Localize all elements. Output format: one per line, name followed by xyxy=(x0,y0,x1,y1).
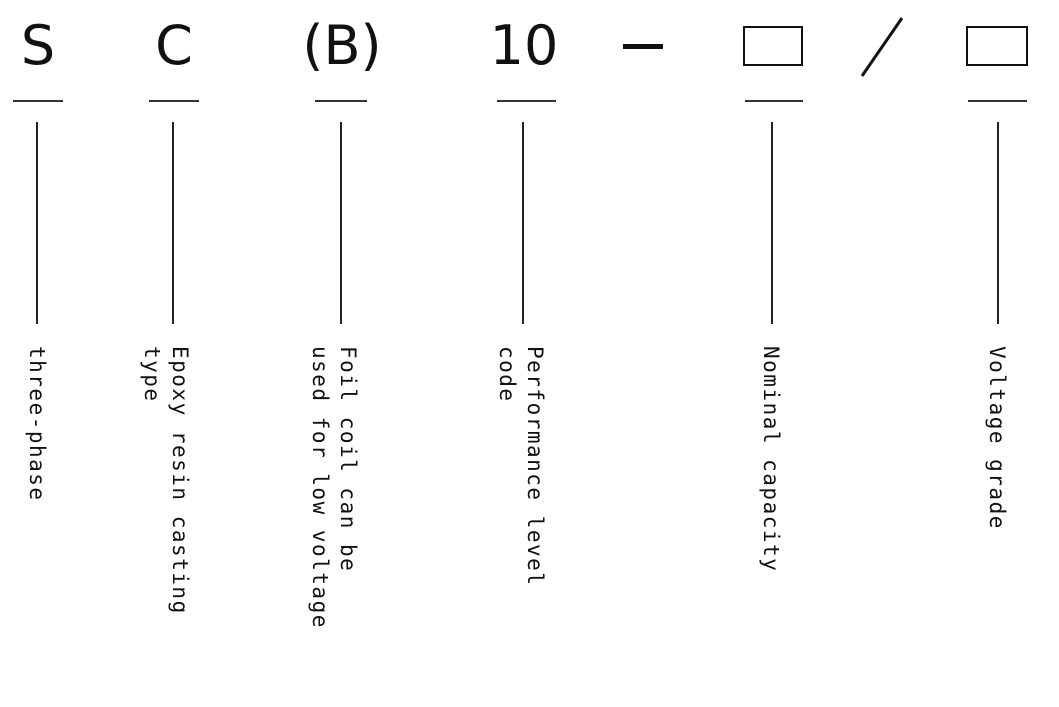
connector-line-num xyxy=(522,122,524,324)
label-foil-coil: Foil coil can be used for low voltage xyxy=(308,346,360,629)
nominal-capacity-placeholder-box xyxy=(743,26,803,66)
connector-line-nominal xyxy=(771,122,773,324)
underline-s xyxy=(13,100,63,102)
code-letter-b: (B) xyxy=(302,14,382,77)
voltage-grade-placeholder-box xyxy=(966,26,1028,66)
underline-c xyxy=(149,100,199,102)
label-nominal-capacity: Nominal capacity xyxy=(759,346,783,573)
label-epoxy-resin: Epoxy resin casting type xyxy=(140,346,192,615)
connector-line-c xyxy=(172,122,174,324)
connector-line-voltage xyxy=(997,122,999,324)
slash-separator xyxy=(860,17,904,77)
label-voltage-grade: Voltage grade xyxy=(985,346,1009,530)
underline-b xyxy=(315,100,367,102)
code-number: 10 xyxy=(489,14,559,77)
connector-line-b xyxy=(340,122,342,324)
code-letter-c: C xyxy=(155,14,193,77)
underline-num xyxy=(497,100,556,102)
underline-voltage xyxy=(968,100,1027,102)
label-performance-level: Performance level code xyxy=(495,346,547,587)
underline-nominal xyxy=(745,100,803,102)
connector-line-s xyxy=(36,122,38,324)
separator-dash xyxy=(623,44,663,49)
code-letter-s: S xyxy=(20,14,56,77)
label-three-phase: three-phase xyxy=(25,346,49,502)
